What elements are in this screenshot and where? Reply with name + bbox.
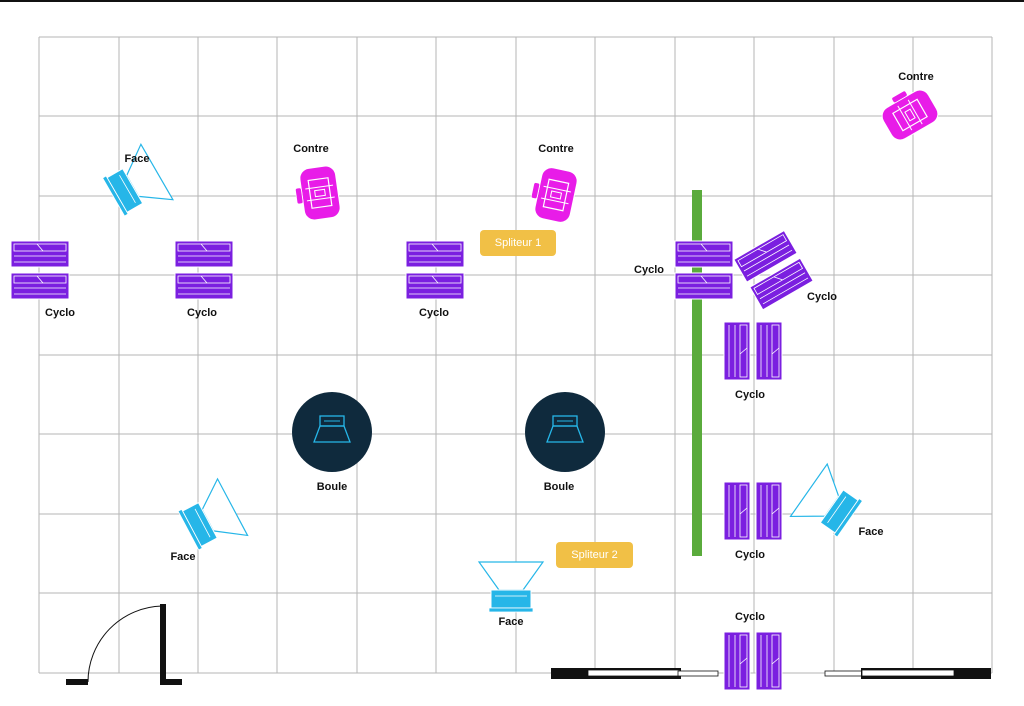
cyclo-label: Cyclo <box>419 307 449 319</box>
door-icon[interactable] <box>66 604 182 685</box>
top-border <box>0 0 1024 2</box>
contre-label: Contre <box>898 71 934 83</box>
cyclorama-light-icon[interactable] <box>675 241 733 299</box>
front-light-icon[interactable] <box>478 561 544 613</box>
cyclo-label: Cyclo <box>187 307 217 319</box>
truss-bar <box>692 190 702 556</box>
ball-light-icon[interactable] <box>524 391 606 473</box>
cyclorama-light-icon[interactable] <box>734 231 813 310</box>
cyclorama-light-icon[interactable] <box>724 482 782 540</box>
cyclo-label: Cyclo <box>807 291 837 303</box>
cyclo-label: Cyclo <box>735 549 765 561</box>
contre-label: Contre <box>293 143 329 155</box>
back-light-icon[interactable] <box>526 163 580 225</box>
cyclorama-light-icon[interactable] <box>406 241 464 299</box>
contre-label: Contre <box>538 143 574 155</box>
cyclorama-light-icon[interactable] <box>724 322 782 380</box>
face-label: Face <box>170 551 196 563</box>
cyclorama-light-icon[interactable] <box>175 241 233 299</box>
cyclorama-light-icon[interactable] <box>724 632 782 690</box>
cyclo-label: Cyclo <box>735 611 765 623</box>
cyclo-label: Cyclo <box>45 307 75 319</box>
face-label: Face <box>858 526 884 538</box>
splitter-1-tag[interactable]: Spliteur 1 <box>480 230 556 256</box>
splitter-2-tag[interactable]: Spliteur 2 <box>556 542 633 568</box>
wall-opening <box>551 668 991 679</box>
boule-label: Boule <box>316 481 348 493</box>
front-light-icon[interactable] <box>172 478 249 560</box>
cyclorama-light-icon[interactable] <box>11 241 69 299</box>
face-label: Face <box>124 153 150 165</box>
back-light-icon[interactable] <box>874 80 943 145</box>
cyclo-label: Cyclo <box>735 389 765 401</box>
cyclo-label: Cyclo <box>634 264 664 276</box>
front-light-icon[interactable] <box>789 463 869 546</box>
ball-light-icon[interactable] <box>291 391 373 473</box>
boule-label: Boule <box>543 481 575 493</box>
back-light-icon[interactable] <box>292 164 343 223</box>
face-label: Face <box>498 616 524 628</box>
